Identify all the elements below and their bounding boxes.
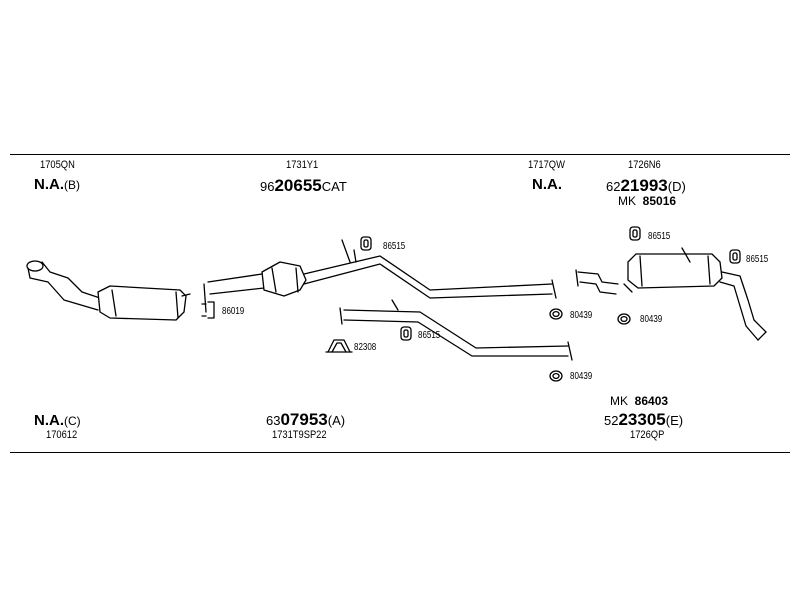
rubber-mount-icons	[360, 226, 741, 341]
bottom-left-code: 170612	[46, 429, 78, 441]
bottom-center-suffix: (A)	[327, 413, 346, 428]
top-left-status: N.A.(B)	[34, 177, 80, 192]
bottom-right-main: 23305	[618, 410, 666, 429]
top-center-main: 20655	[274, 176, 322, 195]
top-center-part-number: 9620655CAT	[260, 177, 347, 194]
part-label-86515-rear-right: 86515	[746, 254, 769, 265]
bottom-right-prefix: 52	[604, 413, 619, 428]
clamp-ring-icons	[549, 308, 631, 382]
bottom-right-part-number: 5223305(E)	[604, 411, 683, 428]
top-right-mk-label: MK	[618, 194, 636, 208]
part-label-80439-lower: 80439	[570, 371, 593, 382]
bottom-center-prefix: 63	[266, 413, 281, 428]
top-left-code: 1705QN	[40, 159, 75, 171]
top-center-prefix: 96	[260, 179, 275, 194]
top-right-code: 1726N6	[628, 159, 661, 171]
top-mid-right-code: 1717QW	[528, 159, 565, 171]
bottom-left-suffix: (C)	[64, 414, 81, 428]
bottom-right-mk-label: MK	[610, 394, 628, 408]
front-pipe-silencer	[26, 260, 191, 321]
top-left-suffix: (B)	[64, 178, 80, 192]
hanger-bracket-icon	[201, 301, 215, 319]
top-border-line	[10, 154, 790, 155]
top-center-code: 1731Y1	[286, 159, 319, 171]
bottom-right-mk-value: 86403	[634, 394, 669, 408]
top-right-main: 21993	[620, 176, 668, 195]
rear-silencer	[623, 247, 767, 341]
bottom-center-part-number: 6307953(A)	[266, 411, 345, 428]
bottom-left-status: N.A.(C)	[34, 413, 81, 428]
catalytic-converter-pipe	[203, 239, 557, 313]
part-label-86019: 86019	[222, 306, 245, 317]
connector-pipe	[575, 269, 619, 295]
intermediate-pipe	[339, 299, 573, 361]
part-label-86515-mid: 86515	[418, 330, 441, 341]
part-label-86515-rear-top: 86515	[648, 231, 671, 242]
top-center-suffix: CAT	[321, 179, 347, 194]
part-label-80439-rear: 80439	[640, 314, 663, 325]
bottom-left-status-text: N.A.	[34, 412, 64, 429]
part-label-80439-upper: 80439	[570, 310, 593, 321]
bottom-center-code: 1731T9SP22	[272, 429, 327, 441]
top-left-status-text: N.A.	[34, 176, 64, 193]
bottom-right-suffix: (E)	[665, 413, 684, 428]
u-bolt-clamp-icon	[325, 339, 353, 353]
top-right-part-number: 6221993(D)	[606, 177, 686, 194]
bottom-right-mk: MK 86403	[610, 395, 668, 407]
bottom-right-code: 1726QP	[630, 429, 665, 441]
top-right-suffix: (D)	[667, 179, 686, 194]
part-label-82308: 82308	[354, 342, 377, 353]
top-right-mk-value: 85016	[642, 194, 677, 208]
bottom-border-line	[10, 452, 790, 453]
top-right-prefix: 62	[606, 179, 621, 194]
bottom-center-main: 07953	[280, 410, 328, 429]
top-mid-right-status: N.A.	[532, 176, 562, 193]
part-label-86515-cat: 86515	[383, 241, 406, 252]
top-right-mk: MK 85016	[618, 195, 676, 207]
